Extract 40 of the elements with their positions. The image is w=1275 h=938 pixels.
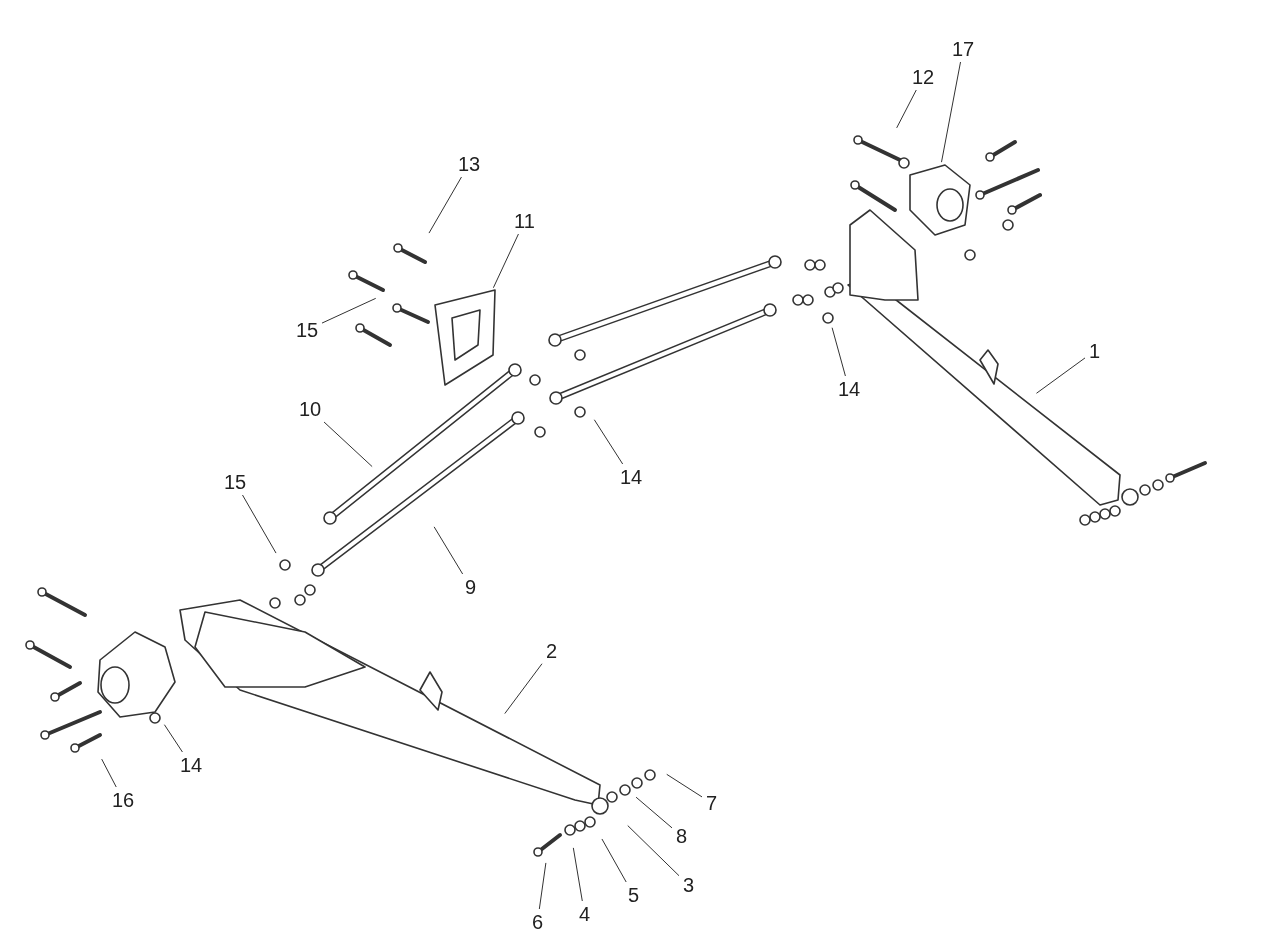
- callout-number: 3: [681, 874, 697, 896]
- leader-line: [572, 847, 583, 902]
- leader-line: [428, 176, 462, 234]
- leader-line: [896, 89, 917, 129]
- callout-number: 16: [110, 789, 137, 811]
- leader-line: [101, 758, 117, 788]
- leader-line: [635, 796, 673, 829]
- callout-number: 13: [456, 153, 483, 175]
- callout-number: 7: [704, 792, 720, 814]
- callout-number: 6: [530, 911, 546, 933]
- callout-number: 1: [1087, 340, 1103, 362]
- callout-number: 12: [910, 66, 937, 88]
- leader-line: [831, 327, 846, 377]
- leader-line: [433, 526, 464, 575]
- callout-number: 10: [297, 398, 324, 420]
- callout-number: 11: [512, 210, 537, 232]
- leader-line: [163, 724, 183, 753]
- callout-number: 2: [544, 640, 560, 662]
- callout-number: 5: [626, 884, 642, 906]
- leader-line: [321, 297, 377, 324]
- leader-line: [601, 838, 627, 883]
- callout-number: 9: [463, 576, 479, 598]
- callout-number: 14: [618, 466, 645, 488]
- callout-number: 17: [950, 38, 977, 60]
- leader-line: [323, 421, 373, 468]
- leader-line: [242, 494, 277, 554]
- leader-line: [538, 862, 547, 910]
- leader-line: [1035, 357, 1086, 394]
- leader-line: [941, 61, 962, 163]
- callout-number: 8: [674, 825, 690, 847]
- leader-line: [492, 233, 519, 289]
- leader-line: [504, 663, 543, 715]
- callout-number: 15: [222, 471, 249, 493]
- leader-line: [593, 419, 624, 465]
- callout-number: 14: [836, 378, 863, 400]
- leader-line: [627, 825, 680, 877]
- leader-line: [666, 773, 703, 798]
- callout-number: 15: [294, 319, 321, 341]
- callout-number: 14: [178, 754, 205, 776]
- callout-number: 4: [577, 903, 593, 925]
